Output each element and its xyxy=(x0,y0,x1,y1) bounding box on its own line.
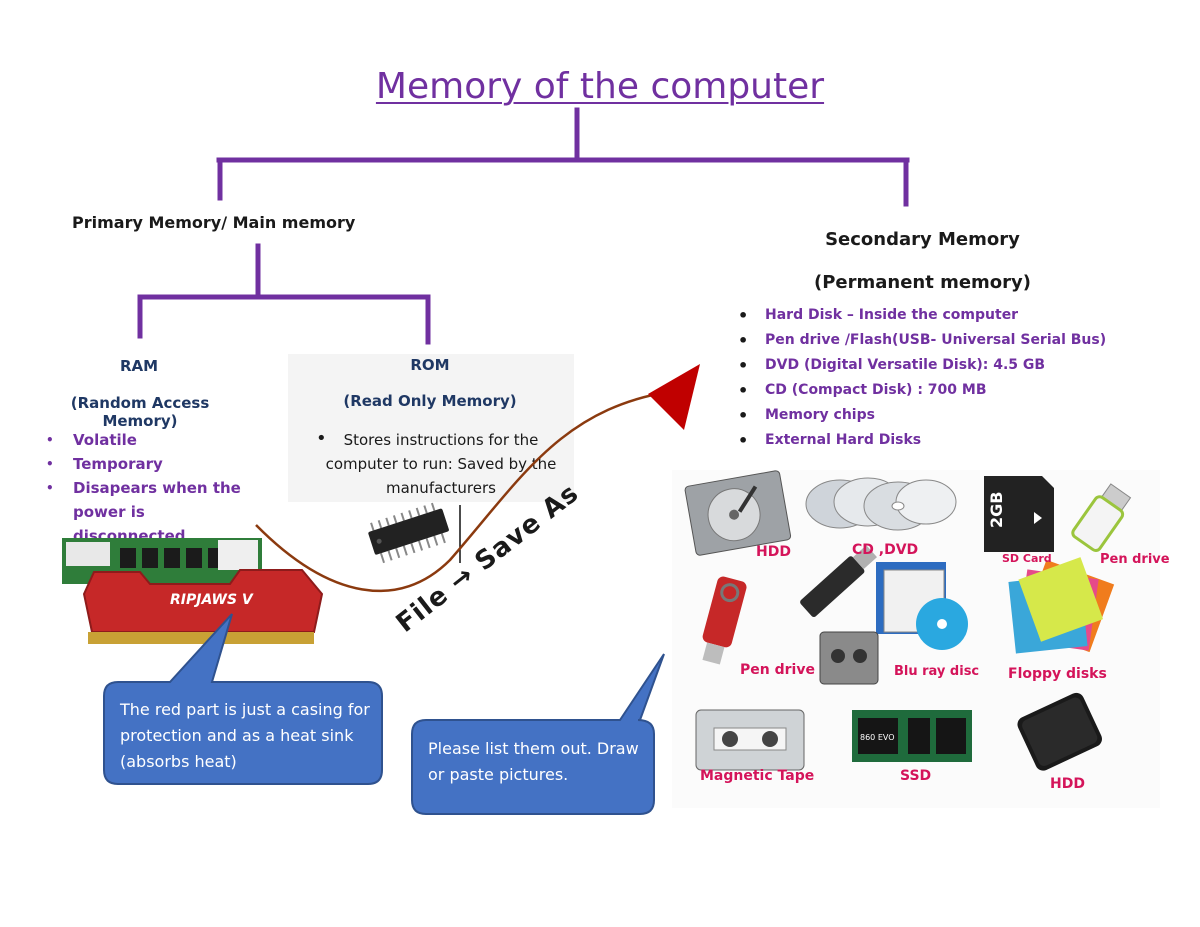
rom-subtitle: (Read Only Memory) xyxy=(343,392,517,410)
floppy-disks-icon xyxy=(1008,557,1115,654)
secondary-memory-heading: Secondary Memory xyxy=(825,229,1020,250)
list-item: Hard Disk – Inside the computer xyxy=(738,303,1118,328)
red-pen-drive-icon xyxy=(702,576,747,665)
magnetic-tape-icon xyxy=(695,709,805,771)
list-item: Volatile xyxy=(46,428,266,452)
primary-memory-heading: Primary Memory/ Main memory xyxy=(72,213,356,232)
device-label-sd-card: SD Card xyxy=(1002,552,1052,565)
page-title: Memory of the computer xyxy=(375,66,825,107)
device-label-cd-dvd: CD ,DVD xyxy=(852,542,919,558)
device-label-floppy: Floppy disks xyxy=(1008,666,1107,682)
sd-capacity-label: 2GB xyxy=(987,492,1006,528)
list-item: Memory chips xyxy=(738,403,1118,428)
device-label-blu-ray: Blu ray disc xyxy=(894,664,980,679)
rom-title: ROM xyxy=(410,356,450,374)
device-label-hdd-external: HDD xyxy=(1050,776,1085,792)
device-label-ssd: SSD xyxy=(900,768,932,784)
rom-chip-image xyxy=(368,502,449,564)
device-label-pen-drive-1: Pen drive xyxy=(1100,552,1170,567)
storage-devices-collage: 2GB xyxy=(672,470,1170,808)
black-usb-icon xyxy=(800,545,878,618)
device-label-pen-drive-2: Pen drive xyxy=(740,662,815,678)
ssd-icon: 860 EVO xyxy=(852,710,972,762)
hdd-icon xyxy=(684,470,792,556)
list-item: External Hard Disks xyxy=(738,428,1118,453)
pen-drive-icon xyxy=(1071,483,1132,552)
external-hdd-icon xyxy=(1017,692,1102,771)
ram-subtitle: (Random Access Memory) xyxy=(70,394,210,430)
list-item: Temporary xyxy=(46,452,266,476)
secondary-memory-subheading: (Permanent memory) xyxy=(813,272,1032,293)
arrow-head xyxy=(648,364,700,430)
ram-title: RAM xyxy=(119,357,159,375)
rom-properties-list: Stores instructions for the computer to … xyxy=(316,427,566,500)
ram-stick-image: RIPJAWS V xyxy=(62,538,324,644)
device-label-hdd: HDD xyxy=(756,544,791,560)
divider-line xyxy=(459,505,461,563)
casing-callout-text: The red part is just a casing for protec… xyxy=(120,700,370,771)
list-item: DVD (Digital Versatile Disk): 4.5 GB xyxy=(738,353,1118,378)
device-illustrations: 2GB xyxy=(684,470,1132,771)
list-item: CD (Compact Disk) : 700 MB xyxy=(738,378,1118,403)
device-label-magnetic-tape: Magnetic Tape xyxy=(700,768,815,784)
cassette-icon xyxy=(819,631,879,685)
list-callout-text: Please list them out. Draw or paste pict… xyxy=(428,739,639,784)
list-item: Stores instructions for the computer to … xyxy=(316,427,566,500)
blu-ray-icon xyxy=(876,562,968,650)
secondary-memory-heading-block: Secondary Memory (Permanent memory) xyxy=(760,218,1085,304)
sd-card-icon: 2GB xyxy=(984,476,1054,552)
secondary-memory-list: Hard Disk – Inside the computer Pen driv… xyxy=(738,303,1118,453)
list-item: Pen drive /Flash(USB- Universal Serial B… xyxy=(738,328,1118,353)
ssd-model-label: 860 EVO xyxy=(860,733,895,742)
cd-dvd-icon xyxy=(805,477,957,531)
ram-stick-label: RIPJAWS V xyxy=(170,592,254,608)
